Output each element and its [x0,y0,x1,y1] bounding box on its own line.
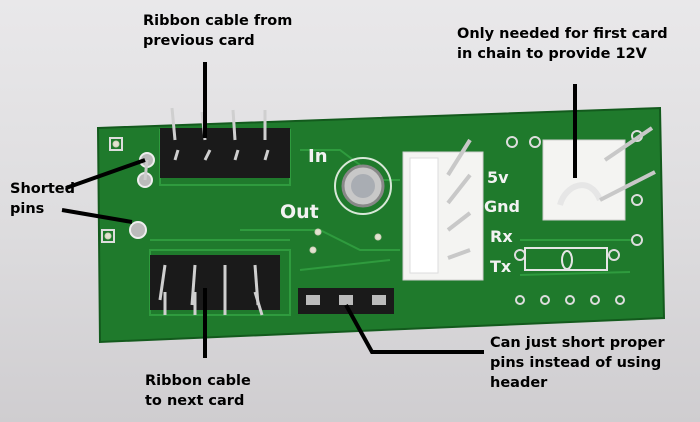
annotation-line: Shorted [10,181,76,197]
callout-line-short-proper [344,304,484,354]
annotation-line: Only needed for first card [457,26,668,42]
annotation-ribbon-to-next: Ribbon cable to next card [145,371,251,411]
annotation-short-proper-pins: Can just short proper pins instead of us… [490,333,665,393]
annotation-line: to next card [145,393,245,409]
annotation-line: header [490,375,548,391]
resistor-footprint [524,247,608,271]
annotation-line: pins instead of using [490,355,662,371]
pcb-holes [101,130,643,305]
silk-5v: 5v [487,168,509,187]
annotation-line: Ribbon cable [145,373,251,389]
ribbon-header-out [150,255,280,316]
serial-connector [402,138,484,281]
callout-line-shorted-1 [65,158,146,190]
shorted-pins [129,152,155,239]
silk-in: In [308,146,328,167]
annotation-line: Ribbon cable from [143,13,293,29]
annotation-line: Can just short proper [490,335,665,351]
power-connector [542,126,656,221]
silk-out: Out [280,201,319,223]
annotation-line: in chain to provide 12V [457,46,647,62]
annotation-line: previous card [143,33,255,49]
callout-lines [61,62,577,358]
silk-tx: Tx [490,257,512,276]
annotation-line: pins [10,201,45,217]
three-pin-header [298,288,394,314]
silk-gnd: Gnd [484,197,520,216]
ribbon-header-in [160,107,290,178]
silk-rx: Rx [490,227,513,246]
mounting-hole [334,157,392,215]
callout-line-shorted-2 [61,208,133,224]
annotation-ribbon-from-previous: Ribbon cable from previous card [143,11,292,51]
annotation-only-needed-first-card: Only needed for first card in chain to p… [457,24,668,64]
annotation-shorted-pins: Shorted pins [10,179,75,219]
